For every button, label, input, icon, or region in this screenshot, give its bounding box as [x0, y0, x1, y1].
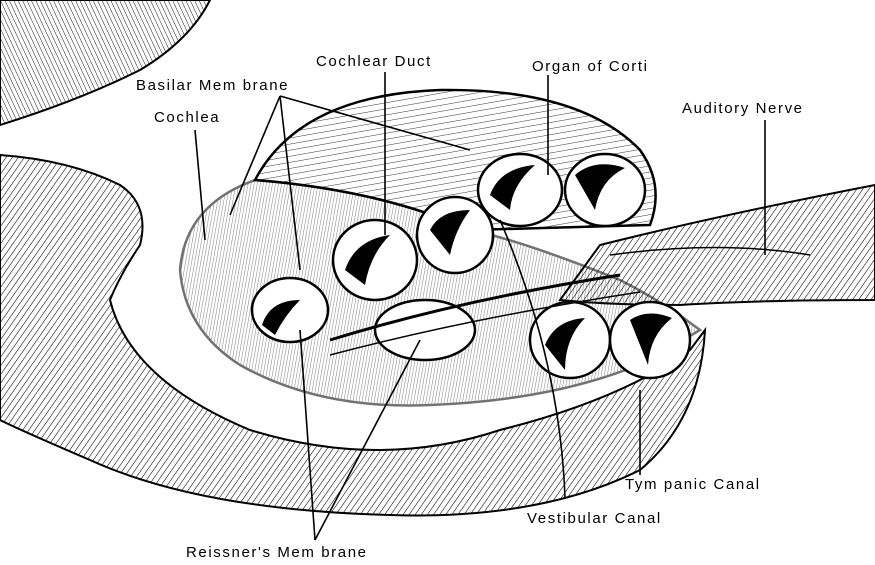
label-auditory-nerve: Auditory Nerve [682, 101, 804, 116]
label-reissners-membrane: Reissner's Mem brane [186, 545, 368, 560]
bone-fragment-top [0, 0, 210, 125]
label-cochlear-duct: Cochlear Duct [316, 54, 432, 69]
label-tympanic-canal: Tym panic Canal [625, 477, 761, 492]
label-basilar-membrane: Basilar Mem brane [136, 78, 289, 93]
label-cochlea: Cochlea [154, 110, 220, 125]
label-vestibular-canal: Vestibular Canal [527, 511, 662, 526]
label-organ-of-corti: Organ of Corti [532, 59, 649, 74]
